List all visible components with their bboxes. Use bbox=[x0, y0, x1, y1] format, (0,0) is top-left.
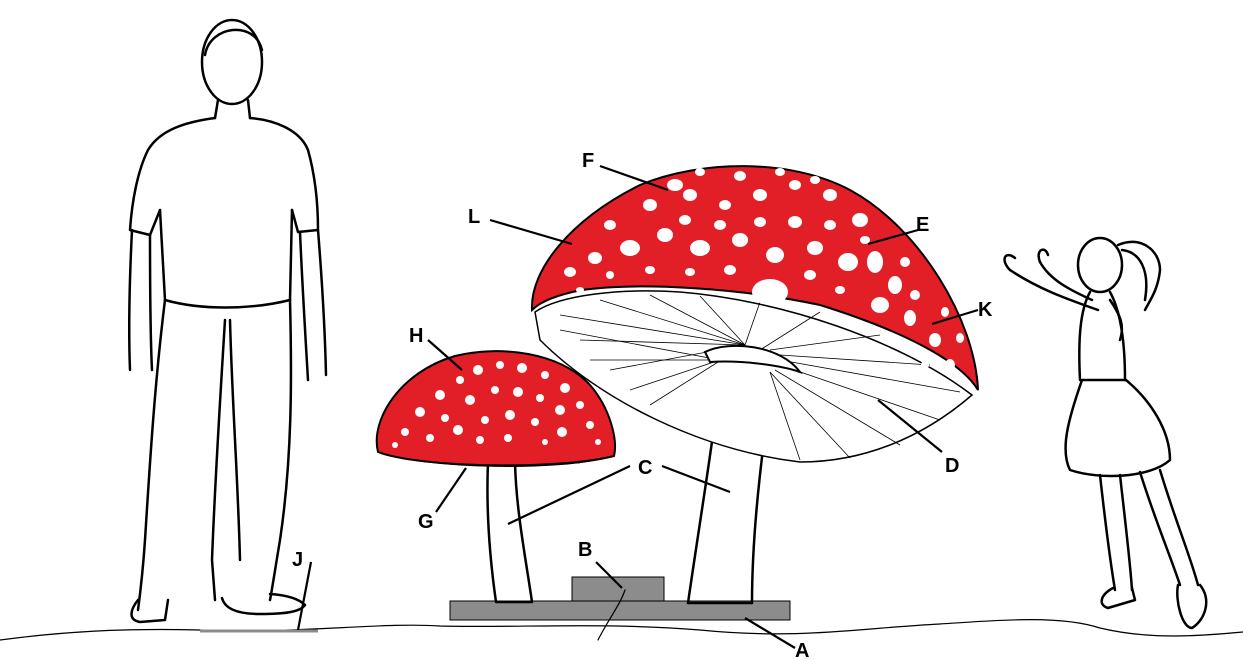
label-e: E bbox=[916, 214, 929, 236]
leader-c2 bbox=[662, 466, 730, 492]
leader-j bbox=[298, 562, 311, 630]
label-b: B bbox=[578, 539, 592, 561]
small-mushroom bbox=[377, 351, 615, 602]
label-f: F bbox=[582, 150, 594, 172]
child-figure bbox=[1005, 238, 1207, 628]
label-d: D bbox=[945, 455, 959, 477]
small-mushroom-stem bbox=[487, 462, 532, 602]
adult-figure bbox=[129, 20, 326, 622]
ground-line bbox=[0, 620, 1243, 640]
label-a: A bbox=[795, 640, 809, 660]
label-k: K bbox=[978, 299, 993, 321]
leader-c1 bbox=[508, 466, 630, 524]
label-h: H bbox=[409, 325, 423, 347]
child-skirt bbox=[1066, 380, 1170, 476]
leader-l bbox=[490, 220, 572, 244]
label-g: G bbox=[418, 511, 434, 533]
adult-head bbox=[202, 20, 262, 104]
label-j: J bbox=[292, 549, 303, 571]
leader-g bbox=[436, 468, 466, 512]
base-plate-b bbox=[572, 577, 664, 601]
child-head bbox=[1078, 238, 1122, 292]
label-l: L bbox=[468, 206, 480, 228]
label-c: C bbox=[638, 457, 652, 479]
